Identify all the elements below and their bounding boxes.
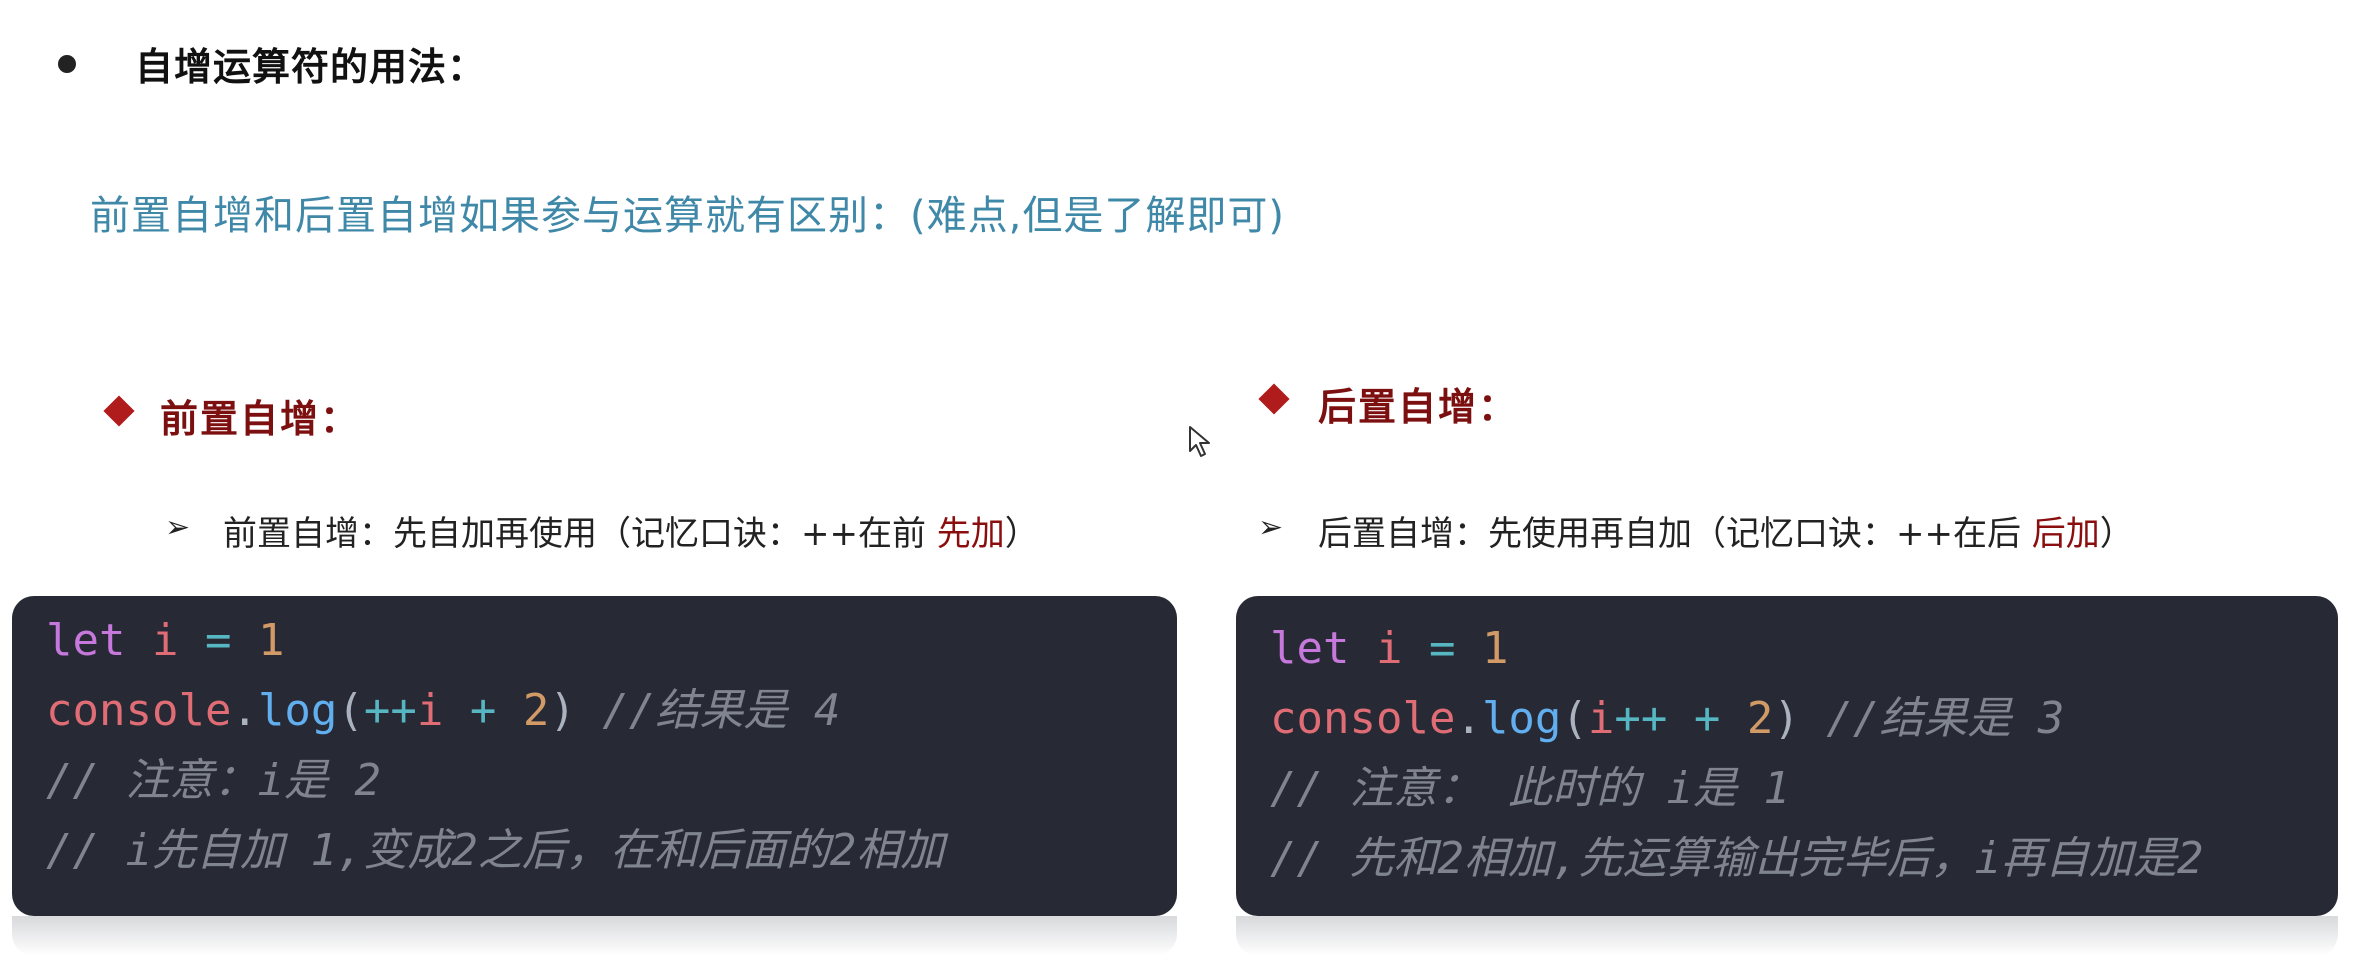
paren-close: )	[549, 685, 576, 736]
bullet-dot-icon	[58, 55, 76, 73]
page-heading: 自增运算符的用法：	[135, 45, 487, 89]
left-code-reflection	[12, 916, 1177, 956]
left-section-title: 前置自增：	[160, 397, 361, 441]
function-log: log	[257, 685, 338, 736]
right-code-reflection	[1236, 916, 2338, 956]
code-line-2: console.log(++i + 2) //结果是 4	[46, 676, 1177, 746]
number-literal: 2	[1746, 693, 1774, 744]
dot: .	[231, 685, 258, 736]
paren-open: (	[337, 685, 364, 736]
variable-i: i	[1375, 623, 1403, 674]
left-rule-prefix: 前置自增：先自加再使用（记忆口诀：++在前	[223, 514, 937, 554]
code-line-4: // i先自加 1,变成2之后，在和后面的2相加	[46, 825, 945, 876]
right-section-title: 后置自增：	[1318, 385, 1519, 429]
object-console: console	[1270, 693, 1456, 744]
left-rule-suffix: ）	[1004, 514, 1039, 554]
code-line-1: let i = 1	[46, 606, 1177, 676]
code-comment: //结果是 4	[602, 685, 841, 736]
operator-increment: ++	[363, 685, 417, 736]
paren-close: )	[1773, 693, 1800, 744]
object-console: console	[46, 685, 232, 736]
arrow-bullet-icon: ➢	[165, 510, 191, 545]
keyword-let: let	[46, 615, 126, 666]
operator-plus: +	[469, 685, 497, 736]
right-rule-prefix: 后置自增：先使用再自加（记忆口诀：++在后	[1318, 514, 2032, 554]
variable-i: i	[151, 615, 179, 666]
right-rule-suffix: ）	[2099, 514, 2134, 554]
right-rule-highlight: 后加	[2031, 514, 2100, 554]
operator-increment: ++	[1614, 693, 1668, 744]
code-comment: //结果是 3	[1826, 693, 2065, 744]
left-code-block: let i = 1 console.log(++i + 2) //结果是 4 /…	[12, 596, 1177, 916]
subtitle: 前置自增和后置自增如果参与运算就有区别：(难点,但是了解即可)	[90, 193, 1285, 239]
operator-assign: =	[204, 615, 232, 666]
arrow-bullet-icon: ➢	[1258, 510, 1284, 545]
variable-i: i	[1587, 693, 1615, 744]
number-literal: 1	[257, 615, 285, 666]
function-log: log	[1481, 693, 1562, 744]
left-rule-highlight: 先加	[936, 514, 1005, 554]
diamond-icon	[103, 395, 135, 427]
operator-plus: +	[1693, 693, 1721, 744]
number-literal: 1	[1481, 623, 1509, 674]
mouse-cursor-icon	[1189, 426, 1210, 457]
operator-assign: =	[1428, 623, 1456, 674]
code-line-3: // 注意：i是 2	[46, 755, 381, 806]
code-line-4: // 先和2相加,先运算输出完毕后，i再自加是2	[1270, 833, 2204, 884]
variable-i: i	[416, 685, 444, 736]
keyword-let: let	[1270, 623, 1350, 674]
code-line-1: let i = 1	[1270, 614, 2338, 684]
code-line-2: console.log(i++ + 2) //结果是 3	[1270, 684, 2338, 754]
left-rule: 前置自增：先自加再使用（记忆口诀：++在前 先加）	[223, 506, 1039, 555]
diamond-icon	[1258, 383, 1290, 415]
code-line-3: // 注意： 此时的 i是 1	[1270, 763, 1790, 814]
right-code-block: let i = 1 console.log(i++ + 2) //结果是 3 /…	[1236, 596, 2338, 916]
dot: .	[1455, 693, 1482, 744]
number-literal: 2	[522, 685, 550, 736]
paren-open: (	[1561, 693, 1588, 744]
right-rule: 后置自增：先使用再自加（记忆口诀：++在后 后加）	[1318, 506, 2134, 555]
